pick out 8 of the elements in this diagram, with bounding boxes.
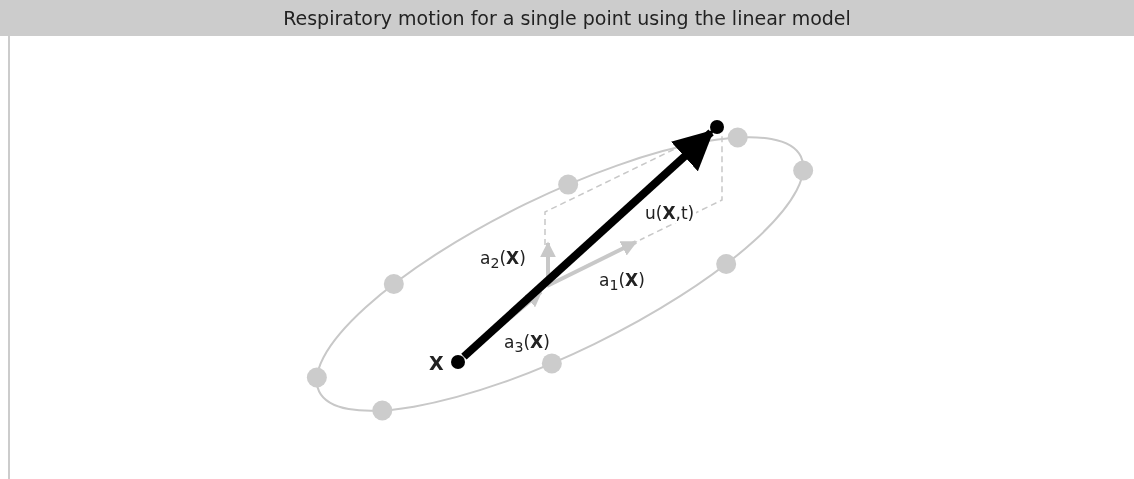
edge-label: u(X,t) [643,203,697,223]
vector-label: a$_{3}$(X) [503,332,551,356]
vector-label: a$_{2}$(X) [479,248,527,272]
title-bar: Respiratory motion for a single point using the linear model [0,0,1134,36]
point-marker [710,120,724,134]
vector-label: a$_{1}$(X) [598,270,646,294]
arrow [461,129,715,360]
point-marker [451,355,465,369]
